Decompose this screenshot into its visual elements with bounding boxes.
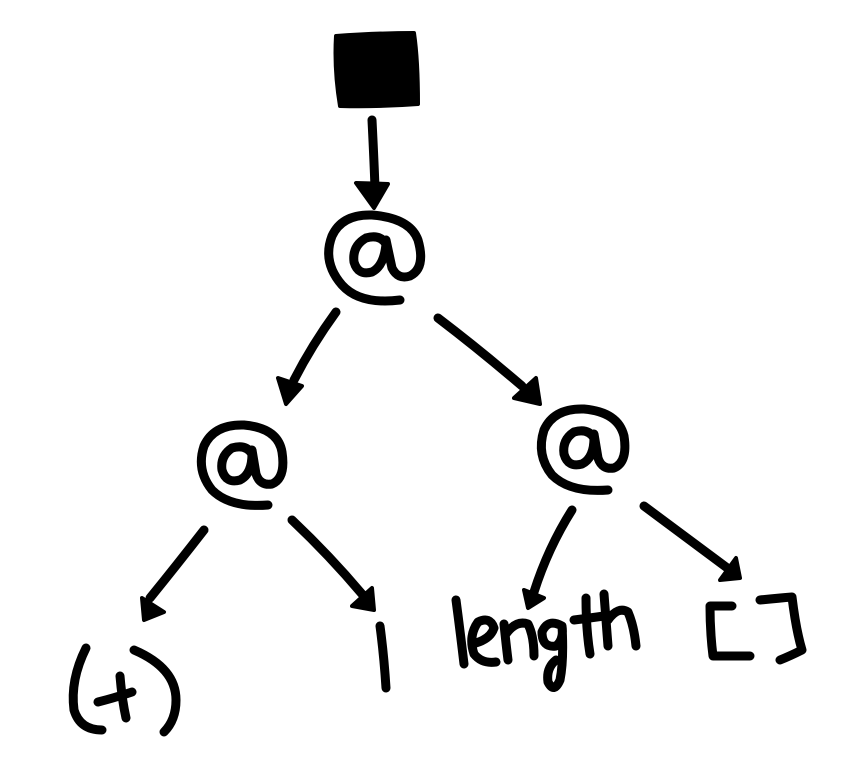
leaf-nil [705, 592, 807, 665]
arrowhead-icon [350, 586, 376, 612]
root-node [333, 31, 420, 109]
edge-app-left-to-plus [140, 525, 209, 622]
arrowhead-icon [354, 181, 390, 210]
arrowhead-icon [140, 596, 166, 622]
leaf-plus [68, 643, 181, 737]
leaf-length [451, 589, 641, 692]
edge-app-left-to-one [287, 515, 376, 612]
edge-app-top-to-app-left [276, 307, 341, 406]
arrowhead-icon [276, 376, 304, 406]
edge-app-top-to-app-right [433, 313, 542, 406]
filled-square-icon [333, 31, 420, 109]
arrowhead-icon [718, 556, 742, 582]
node-app-right [536, 404, 630, 495]
edge-app-right-to-length [522, 505, 577, 610]
node-app-left [196, 420, 288, 510]
edge-root-to-app-top [354, 115, 390, 210]
node-app-top [324, 210, 426, 306]
arrowhead-icon [512, 376, 542, 406]
leaf-one [375, 621, 391, 693]
edge-app-right-to-nil [639, 501, 742, 582]
arrowhead-icon [522, 588, 546, 610]
